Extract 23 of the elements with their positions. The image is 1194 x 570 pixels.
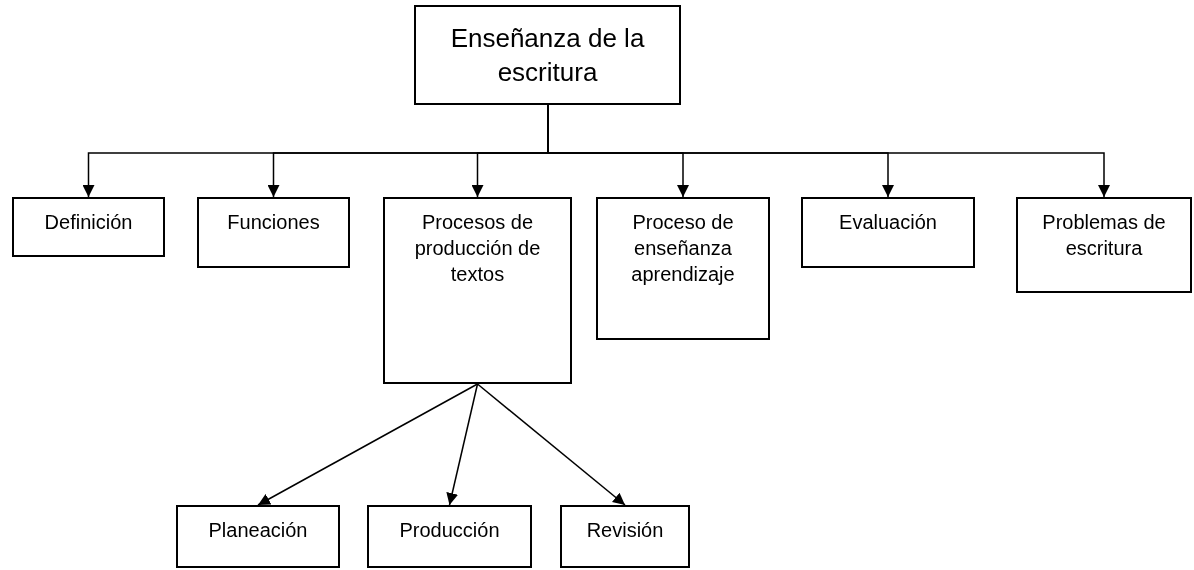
concept-box (383, 197, 572, 384)
concept-box (560, 505, 690, 568)
node-text: Procesos de producción de textos (413, 210, 542, 287)
node-text: Definición (43, 210, 134, 235)
node-text: Planeación (207, 518, 309, 543)
topic-box (414, 5, 681, 105)
concept-box (197, 197, 350, 268)
arrow (446, 383, 479, 506)
node-text: Proceso de enseñanza aprendizaje (630, 210, 736, 287)
node-text: Producción (398, 518, 501, 543)
arrow (257, 383, 479, 506)
node-text: Enseñanza de la escritura (449, 22, 646, 89)
node-text: Evaluación (838, 210, 938, 235)
node-text: Revisión (585, 518, 665, 543)
concept-box (596, 197, 770, 340)
arrow (476, 383, 626, 506)
concept-box (12, 197, 165, 257)
concept-box (176, 505, 340, 568)
concept-box (1016, 197, 1192, 293)
concept-box (367, 505, 532, 568)
node-text: Problemas de escritura (1041, 210, 1167, 261)
node-text: Funciones (226, 210, 321, 235)
concept-box (801, 197, 975, 268)
